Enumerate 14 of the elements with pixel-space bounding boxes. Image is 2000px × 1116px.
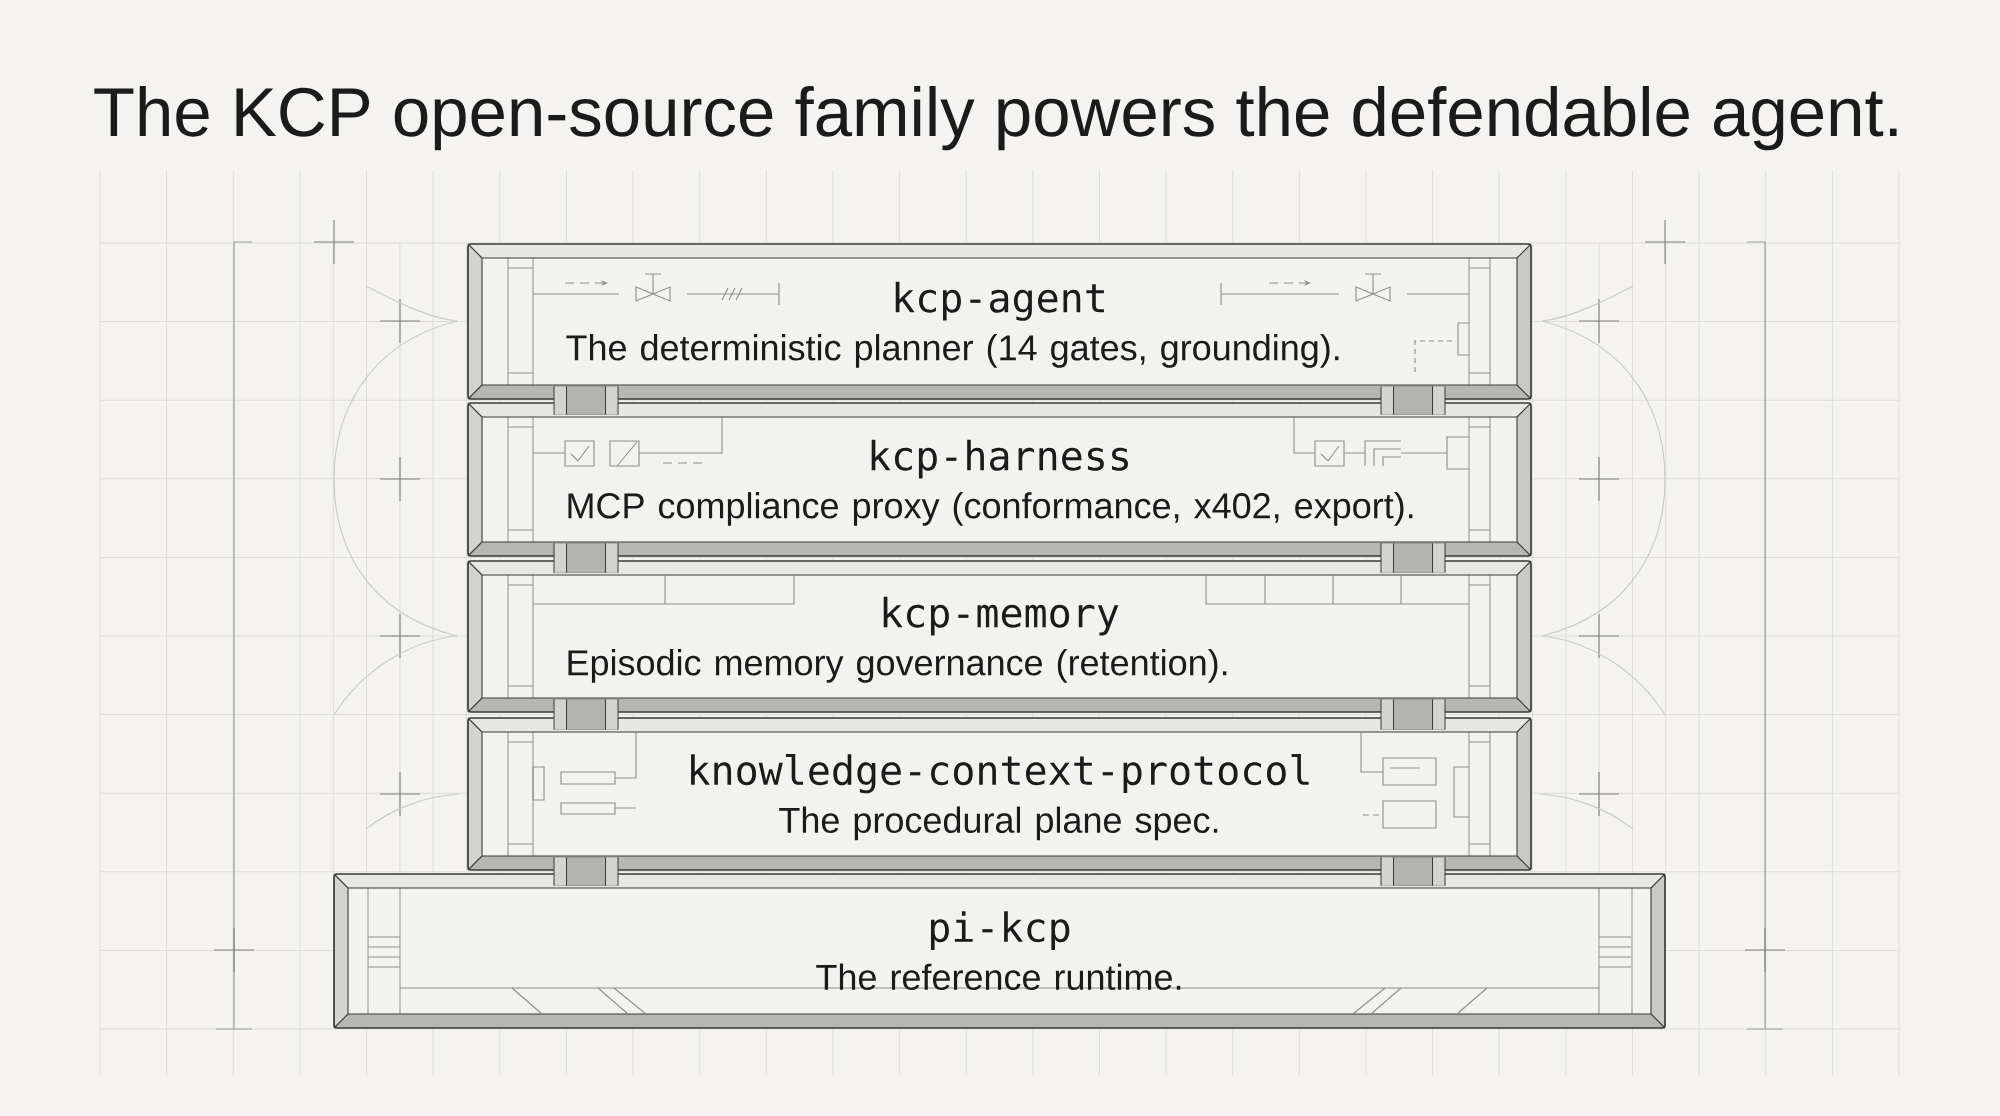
connector-block [1380,386,1446,415]
title: The KCP open-source family powers the defendable agent. [94,86,1897,151]
connector-block [1380,543,1446,573]
layer-box: kcp-memory Episodic memory governance (retention). [467,560,1532,713]
layer-box: kcp-agent The deterministic planner (14 gates, grounding). [467,243,1532,400]
connector-block [553,857,619,886]
connector-block [553,543,619,573]
connector-block [553,386,619,415]
connector-block [553,699,619,730]
layer-box: kcp-harness MCP compliance proxy (conformance, x402, export). [467,402,1532,557]
connector-block [1380,857,1446,886]
connector-block [1380,699,1446,730]
layer-box: knowledge-context-protocol The procedural plane spec. [467,717,1532,871]
layer-box: pi-kcp The reference runtime. [333,873,1666,1029]
